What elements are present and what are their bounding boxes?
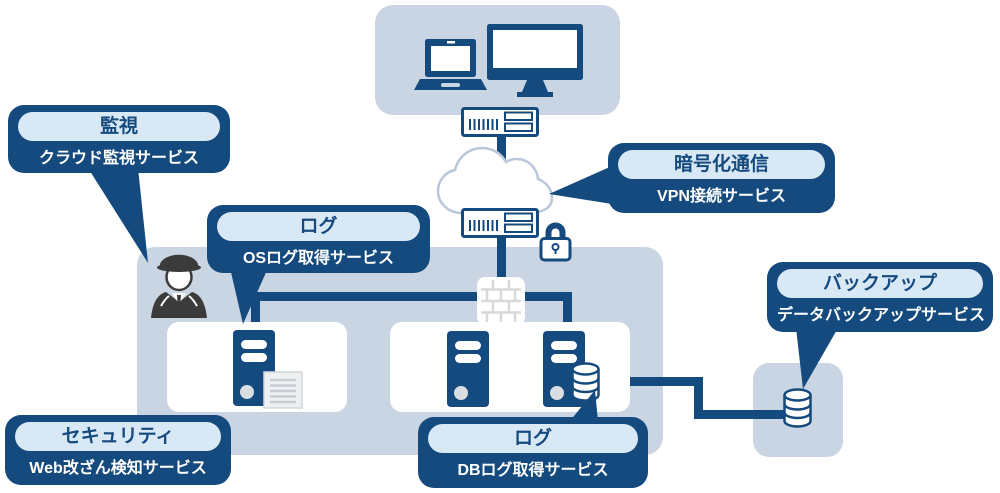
- callout-monitoring-title: 監視: [18, 112, 220, 141]
- callout-os-log: ログ OSログ取得サービス: [207, 205, 430, 273]
- desktop-monitor-icon: [487, 24, 583, 98]
- callout-backup: バックアップ データバックアップサービス: [767, 262, 993, 332]
- connector-trunk-horizontal: [251, 292, 572, 301]
- callout-backup-subtitle: データバックアップサービス: [777, 307, 986, 324]
- callout-vpn-title: 暗号化通信: [618, 150, 825, 179]
- callout-monitoring: 監視 クラウド監視サービス: [8, 105, 230, 173]
- callout-vpn: 暗号化通信 VPN接続サービス: [608, 143, 835, 213]
- padlock-icon: [539, 219, 572, 262]
- callout-db-log: ログ DBログ取得サービス: [418, 417, 648, 488]
- server-tower-icon: [447, 331, 489, 407]
- callout-security: セキュリティ Web改ざん検知サービス: [5, 415, 231, 485]
- callout-vpn-subtitle: VPN接続サービス: [657, 188, 786, 205]
- database-icon: [570, 362, 601, 403]
- callout-monitoring-subtitle: クラウド監視サービス: [38, 150, 199, 167]
- security-guard-icon: [146, 246, 212, 318]
- connector-drop-left-servers: [251, 292, 260, 325]
- connector-backup-seg2: [694, 377, 703, 419]
- callout-os-log-title: ログ: [217, 212, 420, 241]
- cloud-icon: [433, 142, 557, 230]
- connector-drop-right-servers: [563, 292, 572, 325]
- callout-security-title: セキュリティ: [15, 422, 221, 451]
- network-switch-icon: [461, 208, 539, 238]
- connector-backup-seg1: [626, 377, 703, 386]
- firewall-brick-icon: [477, 277, 525, 325]
- database-icon: [782, 388, 813, 429]
- laptop-icon: [413, 37, 488, 97]
- callout-backup-title: バックアップ: [777, 269, 983, 298]
- document-icon: [263, 371, 303, 409]
- callout-db-log-subtitle: DBログ取得サービス: [457, 462, 609, 479]
- network-switch-icon: [461, 107, 539, 137]
- connector-backup-seg3: [694, 410, 789, 419]
- callout-os-log-subtitle: OSログ取得サービス: [242, 250, 395, 267]
- callout-db-log-title: ログ: [428, 424, 638, 453]
- callout-security-subtitle: Web改ざん検知サービス: [29, 460, 207, 477]
